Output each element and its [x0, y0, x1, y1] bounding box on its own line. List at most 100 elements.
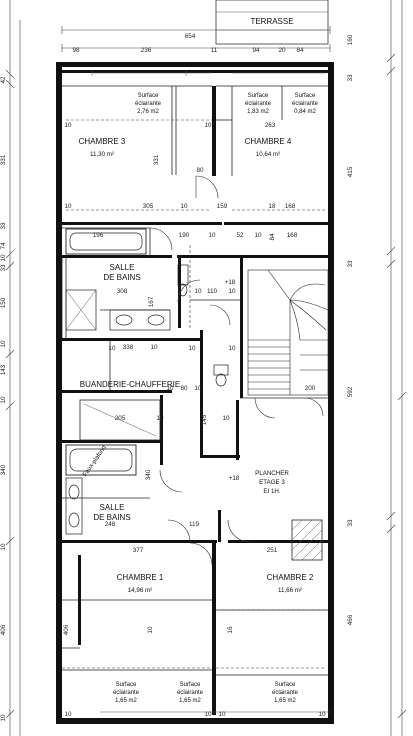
dim-int-35: 10 [222, 415, 230, 422]
dim-int-44: 10 [64, 711, 72, 718]
dim-int-2: 263 [265, 122, 276, 129]
dim-int-24: 338 [123, 344, 134, 351]
dim-int-46: 10 [218, 711, 226, 718]
dim-int-23: 10 [108, 345, 116, 352]
door-swings [149, 175, 324, 566]
dashed-lines [62, 119, 326, 669]
dim-left-13: 10 [0, 714, 7, 722]
dim-int-21: 308 [117, 288, 128, 295]
dim-int-38: 119 [189, 521, 200, 528]
dim-int-7: 10 [180, 203, 188, 210]
dim-top-3: 11 [211, 47, 218, 54]
dim-left-10: 340 [0, 464, 7, 475]
chambre4-area: 10,64 m² [256, 151, 280, 158]
svg-text:1,65 m2: 1,65 m2 [115, 698, 137, 704]
chambre2-label: CHAMBRE 2 [267, 573, 314, 582]
svg-text:éclairante: éclairante [113, 690, 140, 696]
dim-int-18: 10 [194, 288, 202, 295]
surface-3: Surface éclairante 0,84 m2 [292, 93, 319, 115]
surface-4: Surface éclairante 1,65 m2 [113, 682, 140, 704]
dim-left-11: 10 [0, 543, 7, 551]
dim-top-6: 84 [296, 47, 304, 54]
window-markings [91, 70, 330, 713]
dim-right-3: 33 [347, 260, 354, 268]
bathtub-bottom-icon [65, 444, 137, 476]
salle-bains-bottom-label-2: DE BAINS [93, 513, 130, 522]
chambre4-label: CHAMBRE 4 [245, 137, 292, 146]
dim-left-1: 331 [0, 154, 7, 165]
plus18-label-a: +18 [225, 279, 236, 286]
dim-int-3: 331 [153, 154, 160, 165]
dim-int-22: 167 [148, 296, 155, 307]
svg-text:Surface: Surface [275, 682, 296, 688]
surface-2: Surface éclairante 1,83 m2 [245, 93, 272, 115]
salle-bains-top-label-2: DE BAINS [103, 273, 140, 282]
dim-int-41: 406 [63, 624, 70, 635]
walls [56, 62, 334, 724]
laundry-unit-icon [79, 399, 161, 441]
svg-text:2,76 m2: 2,76 m2 [137, 109, 159, 115]
dim-int-19: 110 [207, 288, 218, 295]
salle-bains-top-label-1: SALLE [110, 263, 135, 272]
dim-int-43: 16 [227, 626, 234, 634]
plancher-line-2: ETAGE 3 [259, 479, 285, 486]
dim-int-20: 10 [228, 288, 236, 295]
dim-left-6: 150 [0, 297, 7, 308]
dim-right-0: 160 [347, 34, 354, 45]
dim-left-8: 143 [0, 364, 7, 375]
dim-int-27: 10 [228, 345, 236, 352]
dim-right-6: 466 [347, 614, 354, 625]
dim-int-32: 205 [115, 415, 126, 422]
dim-int-47: 10 [318, 711, 326, 718]
dim-int-29: 80 [180, 385, 188, 392]
shower-top-icon [65, 289, 97, 331]
svg-text:1,65 m2: 1,65 m2 [274, 698, 296, 704]
svg-text:Surface: Surface [180, 682, 201, 688]
svg-text:Surface: Surface [295, 93, 316, 99]
dim-int-42: 10 [147, 626, 154, 634]
dim-left-3: 74 [0, 242, 7, 250]
shaft-hatch [291, 519, 323, 561]
dim-int-11: 196 [93, 232, 104, 239]
surface-5: Surface éclairante 1,65 m2 [177, 682, 204, 704]
dim-left-0: 42 [0, 76, 7, 84]
svg-text:éclairante: éclairante [245, 101, 272, 107]
dim-right-2: 415 [347, 166, 354, 177]
terrasse [215, 0, 329, 45]
dim-int-10: 168 [285, 203, 296, 210]
chambre2-area: 11,66 m² [278, 587, 302, 594]
dim-int-17: 168 [287, 232, 298, 239]
svg-text:0,84 m2: 0,84 m2 [294, 109, 316, 115]
dim-right-1: 33 [347, 74, 354, 82]
terrasse-label: TERRASSE [250, 17, 293, 26]
dim-int-13: 10 [208, 232, 216, 239]
dim-int-12: 190 [179, 232, 190, 239]
dim-int-45: 10 [204, 711, 212, 718]
chambre1-label: CHAMBRE 1 [117, 573, 164, 582]
dim-int-5: 10 [64, 203, 72, 210]
dim-int-28: 10 [166, 385, 174, 392]
dim-int-39: 377 [133, 547, 144, 554]
dim-left-9: 10 [0, 396, 7, 404]
dim-int-36: 340 [145, 469, 152, 480]
dim-int-30: 10 [194, 385, 202, 392]
chambre1-area: 14,96 m² [128, 587, 152, 594]
svg-text:éclairante: éclairante [272, 690, 299, 696]
dim-int-31: 200 [305, 385, 316, 392]
dim-top-0: 654 [185, 33, 196, 40]
dim-left-7: 10 [0, 340, 7, 348]
sink-top-icon [109, 309, 171, 331]
svg-text:éclairante: éclairante [135, 101, 162, 107]
plus18-label-b: +18 [229, 475, 240, 482]
buanderie-label: BUANDERIE-CHAUFFERIE [80, 380, 180, 389]
dim-int-0: 10 [64, 122, 72, 129]
dim-int-9: 18 [268, 203, 276, 210]
dim-int-1: 10 [204, 122, 212, 129]
dim-right-4: 592 [347, 386, 354, 397]
dim-int-16: 84 [269, 233, 276, 241]
bathtub-top-icon [65, 228, 147, 255]
dim-left-5: 33 [0, 264, 7, 272]
dim-int-40: 251 [267, 547, 278, 554]
dim-int-15: 10 [254, 232, 262, 239]
